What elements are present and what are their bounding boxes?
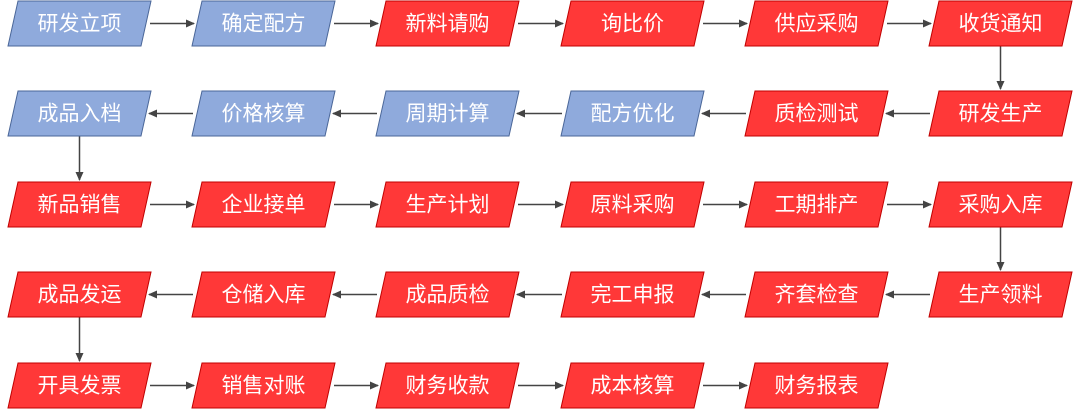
process-step: 仓储入库 [191,271,336,318]
step-shape [7,0,152,47]
process-step: 成品入档 [7,90,152,137]
step-label: 开具发票 [38,374,122,398]
process-step: 新料请购 [375,0,520,47]
process-step: 生产计划 [375,181,520,228]
process-step: 财务收款 [375,362,520,409]
step-label: 研发生产 [959,102,1043,126]
process-step: 收货通知 [928,0,1073,47]
step-shape [560,271,705,318]
step-shape [375,181,520,228]
step-shape [191,181,336,228]
step-shape [744,271,889,318]
process-step: 采购入库 [928,181,1073,228]
process-step: 确定配方 [191,0,336,47]
step-label: 成品发运 [38,283,122,307]
step-label: 企业接单 [222,193,306,217]
step-shape [560,181,705,228]
process-step: 新品销售 [7,181,152,228]
process-step: 研发生产 [928,90,1073,137]
step-shape [928,271,1073,318]
step-label: 配方优化 [591,102,675,126]
process-step: 成品质检 [375,271,520,318]
process-step: 供应采购 [744,0,889,47]
step-shape [7,271,152,318]
step-label: 仓储入库 [222,283,306,307]
step-label: 成品入档 [38,102,122,126]
step-shape [7,90,152,137]
step-label: 生产计划 [406,193,490,217]
step-shape [744,362,889,409]
connectors [75,19,1005,390]
process-step: 价格核算 [191,90,336,137]
process-step: 生产领料 [928,271,1073,318]
process-step: 财务报表 [744,362,889,409]
step-label: 成本核算 [591,374,675,398]
step-shape [191,362,336,409]
step-shape [744,181,889,228]
step-label: 财务收款 [406,374,490,398]
process-step: 研发立项 [7,0,152,47]
step-shape [191,271,336,318]
step-shape [928,0,1073,47]
step-label: 确定配方 [222,12,306,36]
step-shape [928,181,1073,228]
step-shape [560,90,705,137]
process-step: 成品发运 [7,271,152,318]
step-label: 成品质检 [406,283,490,307]
step-shape [375,271,520,318]
process-step: 配方优化 [560,90,705,137]
step-shape [375,362,520,409]
step-label: 周期计算 [406,102,490,126]
step-label: 收货通知 [959,12,1043,36]
process-step: 询比价 [560,0,705,47]
step-label: 新料请购 [406,12,490,36]
process-step: 周期计算 [375,90,520,137]
step-label: 新品销售 [38,193,122,217]
step-shape [191,0,336,47]
step-shape [375,90,520,137]
step-shape [191,90,336,137]
step-shape [560,362,705,409]
step-label: 原料采购 [591,193,675,217]
step-shape [744,90,889,137]
step-shape [7,181,152,228]
process-step: 企业接单 [191,181,336,228]
step-label: 研发立项 [38,12,122,36]
step-label: 财务报表 [775,374,859,398]
step-label: 完工申报 [591,283,675,307]
step-label: 齐套检查 [775,283,859,307]
step-label: 价格核算 [222,102,306,126]
step-label: 供应采购 [775,12,859,36]
step-shape [7,362,152,409]
process-step: 原料采购 [560,181,705,228]
step-label: 生产领料 [959,283,1043,307]
step-shape [928,90,1073,137]
step-label: 询比价 [601,12,664,36]
process-step: 成本核算 [560,362,705,409]
step-shape [560,0,705,47]
process-step: 销售对账 [191,362,336,409]
step-label: 销售对账 [222,374,306,398]
step-label: 采购入库 [959,193,1043,217]
step-shape [375,0,520,47]
step-shape [744,0,889,47]
process-step: 工期排产 [744,181,889,228]
process-step: 齐套检查 [744,271,889,318]
step-label: 质检测试 [775,102,859,126]
process-step: 开具发票 [7,362,152,409]
process-step: 完工申报 [560,271,705,318]
step-label: 工期排产 [775,193,859,217]
process-step: 质检测试 [744,90,889,137]
